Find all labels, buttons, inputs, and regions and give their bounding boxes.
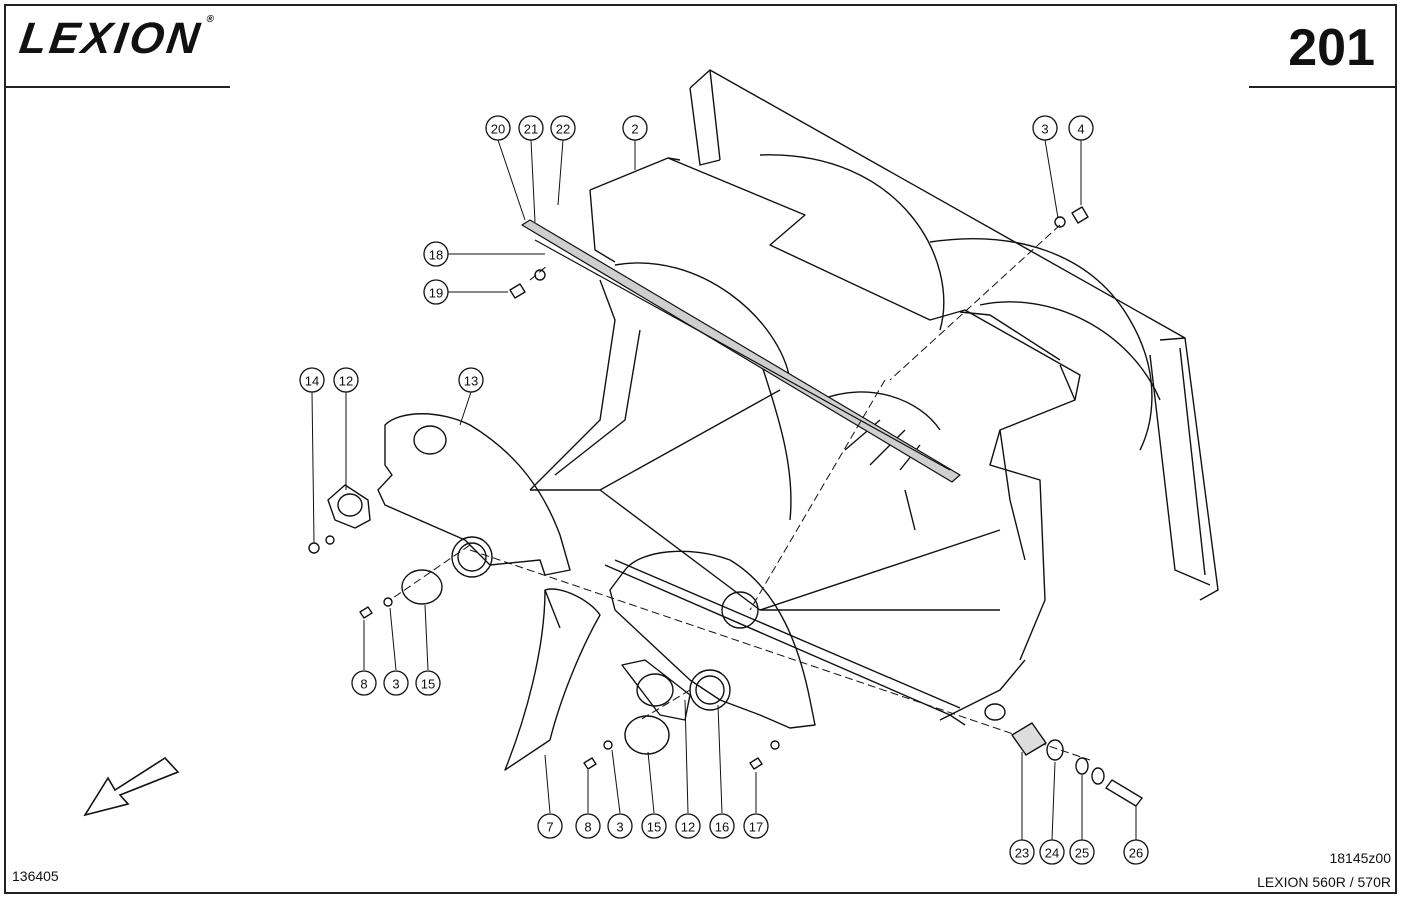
callout-26: 26 (1129, 846, 1143, 861)
callout-12-left: 12 (339, 374, 353, 389)
callout-18: 18 (429, 248, 443, 263)
rear-frame (689, 69, 1219, 601)
callout-7: 7 (546, 820, 553, 835)
callout-15-bottom: 15 (647, 820, 661, 835)
lower-trough (529, 279, 1026, 721)
callout-19: 19 (429, 286, 443, 301)
callout-15-left: 15 (421, 677, 435, 692)
callout-8-bottom: 8 (584, 820, 591, 835)
fan-rotor-arcs (614, 154, 1161, 531)
bearing-plates (327, 484, 691, 755)
callout-14: 14 (305, 374, 319, 389)
callout-22: 22 (556, 122, 570, 137)
callout-8-left: 8 (360, 677, 367, 692)
direction-arrow-icon (83, 756, 180, 817)
model-name: LEXION 560R / 570R (1257, 874, 1391, 890)
callout-20: 20 (491, 122, 505, 137)
leader-lines (311, 139, 1137, 841)
callout-circles (299, 115, 1149, 865)
fan-housing (589, 157, 1081, 661)
callout-3-top: 3 (1041, 122, 1048, 137)
callout-23: 23 (1015, 846, 1029, 861)
callout-21: 21 (524, 122, 538, 137)
catalog-number: 136405 (12, 868, 59, 884)
axis-lines (389, 224, 1091, 761)
fasteners (308, 206, 1143, 807)
page-number: 201 (1288, 19, 1375, 77)
side-plate-right (609, 550, 816, 729)
callout-24: 24 (1045, 846, 1059, 861)
callout-2: 2 (631, 122, 638, 137)
bottom-rail (604, 559, 1006, 726)
callout-12-bottom: 12 (681, 820, 695, 835)
header-divider-left (6, 86, 230, 88)
callout-16: 16 (715, 820, 729, 835)
callout-3-left: 3 (392, 677, 399, 692)
callout-13: 13 (464, 374, 478, 389)
callout-25: 25 (1075, 846, 1089, 861)
callout-3-bottom: 3 (616, 820, 623, 835)
header-divider-right (1249, 86, 1397, 88)
callout-17: 17 (749, 820, 763, 835)
deflector (504, 588, 601, 771)
drawing-frame (4, 4, 1397, 894)
callout-4: 4 (1077, 122, 1084, 137)
side-plate-left (377, 413, 571, 578)
cover-strip (521, 219, 961, 483)
drawing-number: 18145z00 (1329, 850, 1391, 866)
